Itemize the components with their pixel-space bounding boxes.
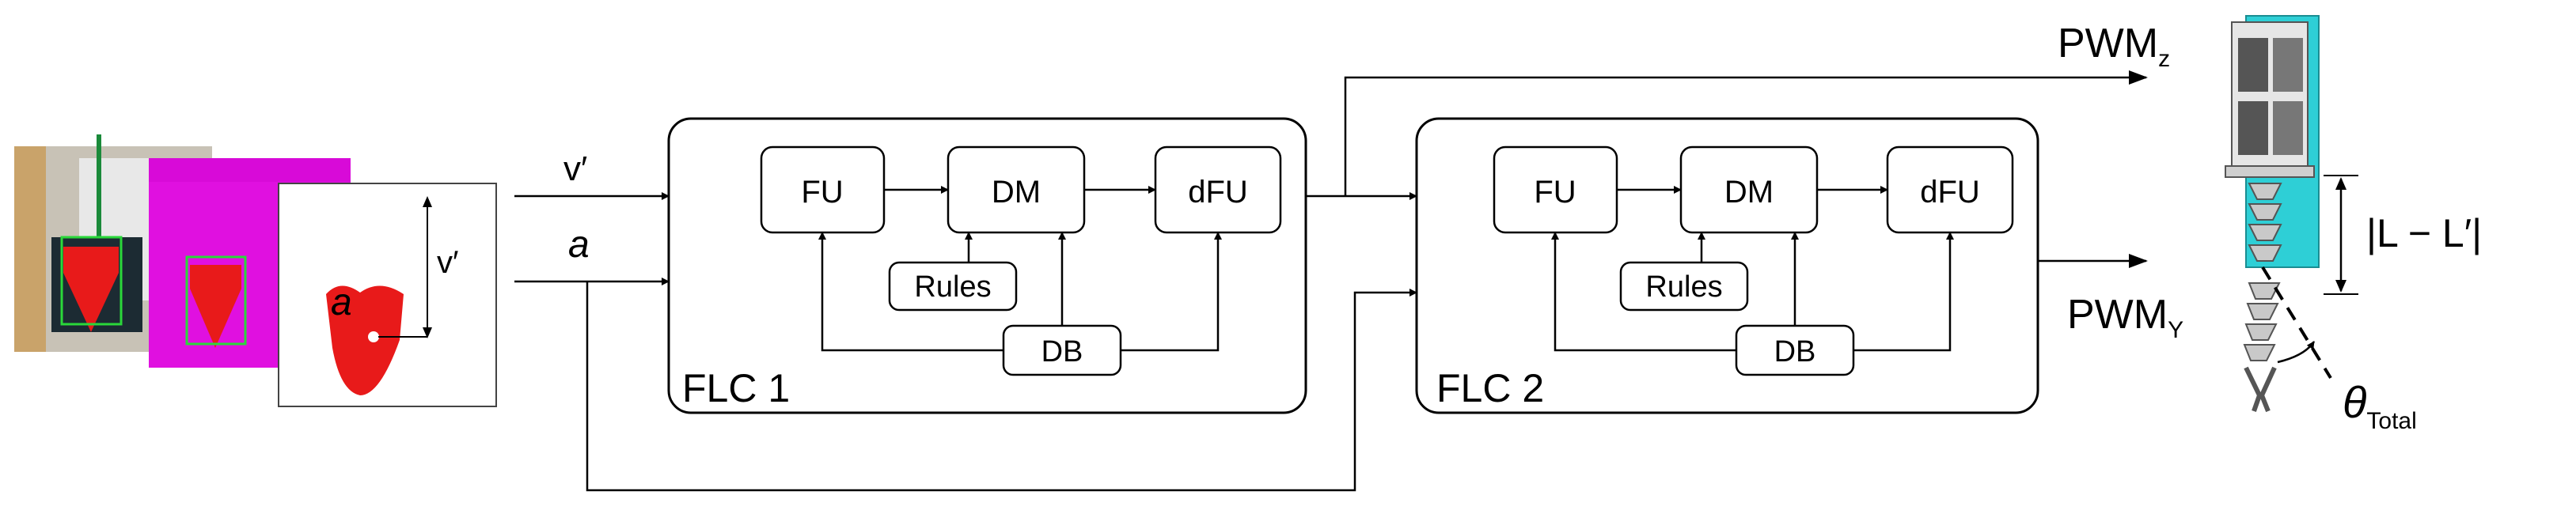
flc1-block: FLC 1 FU DM dFU Rules DB [667,117,1307,414]
flc2-dfu-label: dFU [1920,175,1980,210]
gripper-finger-left [2244,366,2263,412]
angle-arc [2277,341,2316,364]
flc2-dm-label: DM [1724,175,1774,210]
a-bypass-line [586,281,1417,492]
pwm-z-label: PWMz [2058,21,2170,72]
signal-lines [514,70,2148,492]
image-a-label: a [331,281,352,323]
flc1-fu-label: FU [801,175,843,210]
bend-reference-line [2261,266,2332,380]
strawberry-shape [326,285,404,395]
flc1-rules-label: Rules [914,270,991,304]
input-v-label: v′ [563,149,587,188]
image-v-label: v′ [437,245,459,280]
tendon-segments [2243,183,2282,361]
pwm-y-label: PWMY [2067,292,2183,343]
flc2-title: FLC 2 [1436,366,1544,410]
flc1-dm-label: DM [992,175,1041,210]
flc2-fu-label: FU [1534,175,1576,210]
flc1-rules-box [888,261,1018,312]
flc1-dfu-label: dFU [1188,175,1248,210]
flc2-rules-label: Rules [1645,270,1722,304]
length-diff-label: |L − L′| [2366,211,2482,255]
flc1-title: FLC 1 [682,366,790,410]
input-image-stack: v′ a [14,134,497,407]
flc2-rules-box [1619,261,1749,312]
theta-total-label: θTotal [2343,377,2417,434]
flc1-db-label: DB [1041,335,1083,368]
pwm-z-line [1344,70,2148,196]
robot-gripper: |L − L′| θTotal [2225,15,2482,434]
gripper-finger-right [2259,366,2277,413]
input-a-label: a [568,224,590,266]
flc2-db-label: DB [1774,335,1816,368]
flc2-block: FLC 2 FU DM dFU Rules DB [1415,117,2039,414]
centroid-point [368,331,379,342]
target-image: v′ a [278,183,497,407]
